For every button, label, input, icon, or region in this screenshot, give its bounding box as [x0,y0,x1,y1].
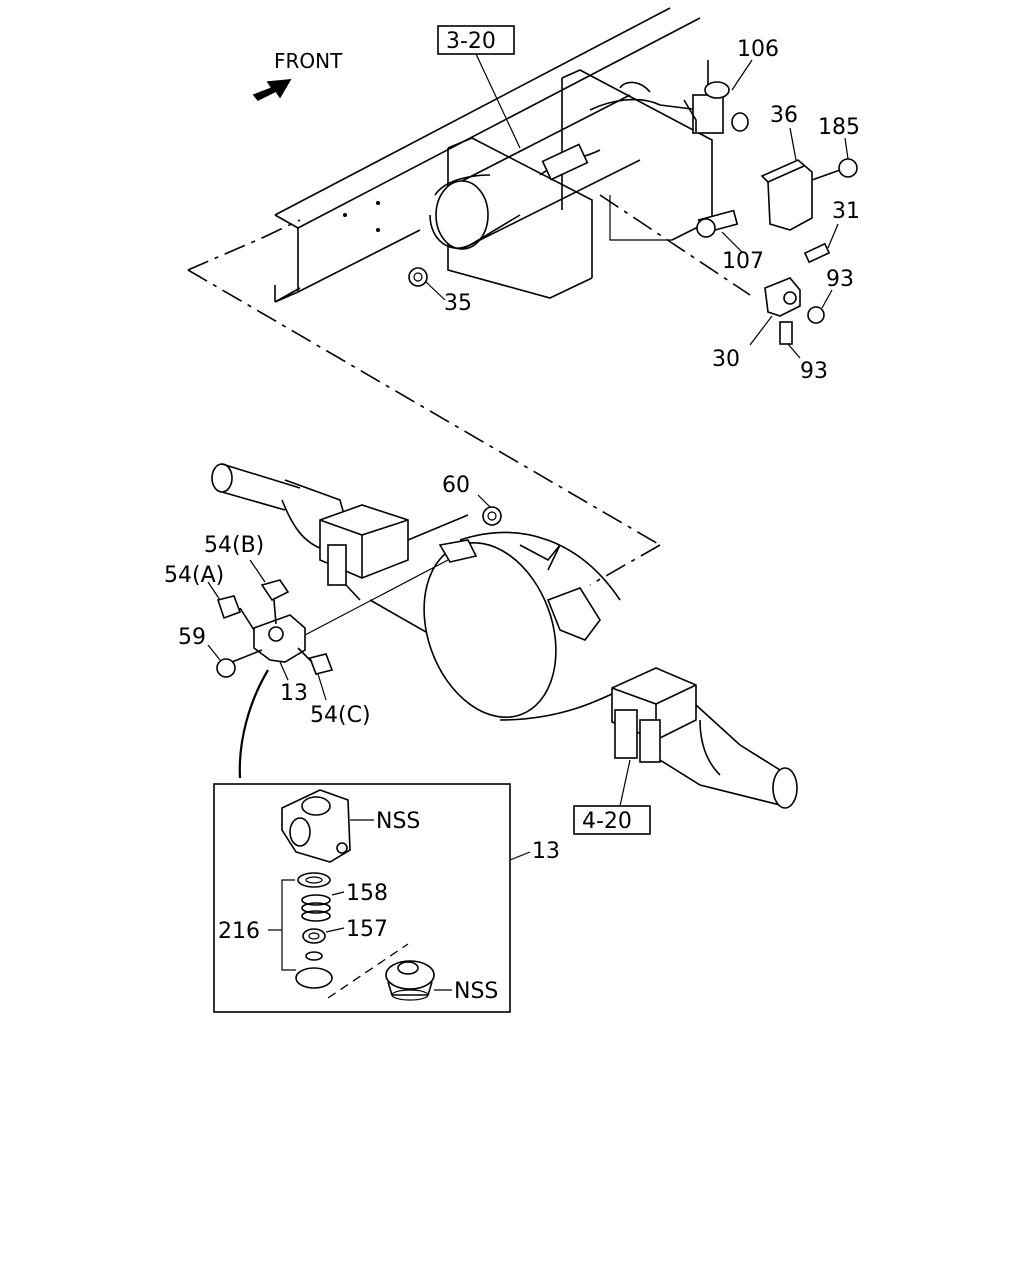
air-tank [429,81,701,250]
detail-box [213,783,511,1013]
leader-54a [207,581,221,601]
leader-54c [317,673,327,701]
fitting-93b [779,321,793,345]
bolt-107 [696,209,739,238]
frame-rail [274,7,701,303]
o-rings [295,951,333,989]
label-nss2: NSS [454,979,498,1004]
leader-59 [207,644,221,661]
kit-bracket-216 [281,879,296,971]
label-60: 60 [442,473,470,498]
leader-36 [789,127,797,161]
ref-box-4-20 [573,805,651,835]
valve-13 [253,614,306,663]
label-93b: 93 [800,359,828,384]
axle-housing [211,463,798,809]
label-59: 59 [178,625,206,650]
valve-body-nss [281,789,351,863]
leader-158 [331,891,345,896]
detail-leader [238,669,269,779]
leader-185 [844,137,849,160]
label-54a: 54(A) [164,563,224,588]
front-arrow-icon [252,79,292,102]
leader-60 [477,494,491,508]
piston-157 [302,928,326,944]
bracket-30 [764,277,801,317]
ref-4-20-label: 4-20 [582,809,632,834]
fitting-54b [260,579,290,625]
label-54c: 54(C) [310,703,371,728]
leader-4-20 [619,759,631,807]
leader-30 [749,315,773,346]
bracket-36 [760,159,813,231]
leader-13 [279,661,289,681]
spring-158 [301,894,331,922]
cap-nss [385,960,435,1001]
label-216: 216 [218,919,260,944]
leader-54b [249,559,266,583]
label-31: 31 [832,199,860,224]
fitting-54c [297,647,334,675]
leader-35 [425,281,446,301]
nut-60 [482,506,502,526]
label-107: 107 [722,249,764,274]
label-157: 157 [346,917,388,942]
label-nss1: NSS [376,809,420,834]
label-158: 158 [346,881,388,906]
leader-13-detail [509,851,531,861]
label-93a: 93 [826,267,854,292]
leader-107 [721,231,743,253]
bolt-59 [216,649,263,678]
label-54b: 54(B) [204,533,264,558]
label-35: 35 [444,291,472,316]
fitting-54a [216,595,255,631]
label-30: 30 [712,347,740,372]
nut-35 [408,267,428,287]
cap-guide [327,943,409,999]
leader-157 [325,927,345,933]
phantom-lines [187,194,751,586]
seal-ring [297,872,331,888]
label-13-detail: 13 [532,839,560,864]
bolt-31 [803,242,831,264]
valve-106 [683,60,749,134]
label-185: 185 [818,115,860,140]
label-106: 106 [737,37,779,62]
label-13: 13 [280,681,308,706]
leader-3-20 [475,53,521,149]
ref-3-20-label: 3-20 [446,29,496,54]
leader-106 [731,59,753,91]
front-label: FRONT [274,49,343,73]
valve-13-link [304,559,449,636]
leader-31 [827,223,839,249]
bolt-185 [811,158,858,181]
label-36: 36 [770,103,798,128]
leader-93b [787,343,801,359]
fitting-93a [807,306,825,324]
leader-93a [821,289,833,309]
